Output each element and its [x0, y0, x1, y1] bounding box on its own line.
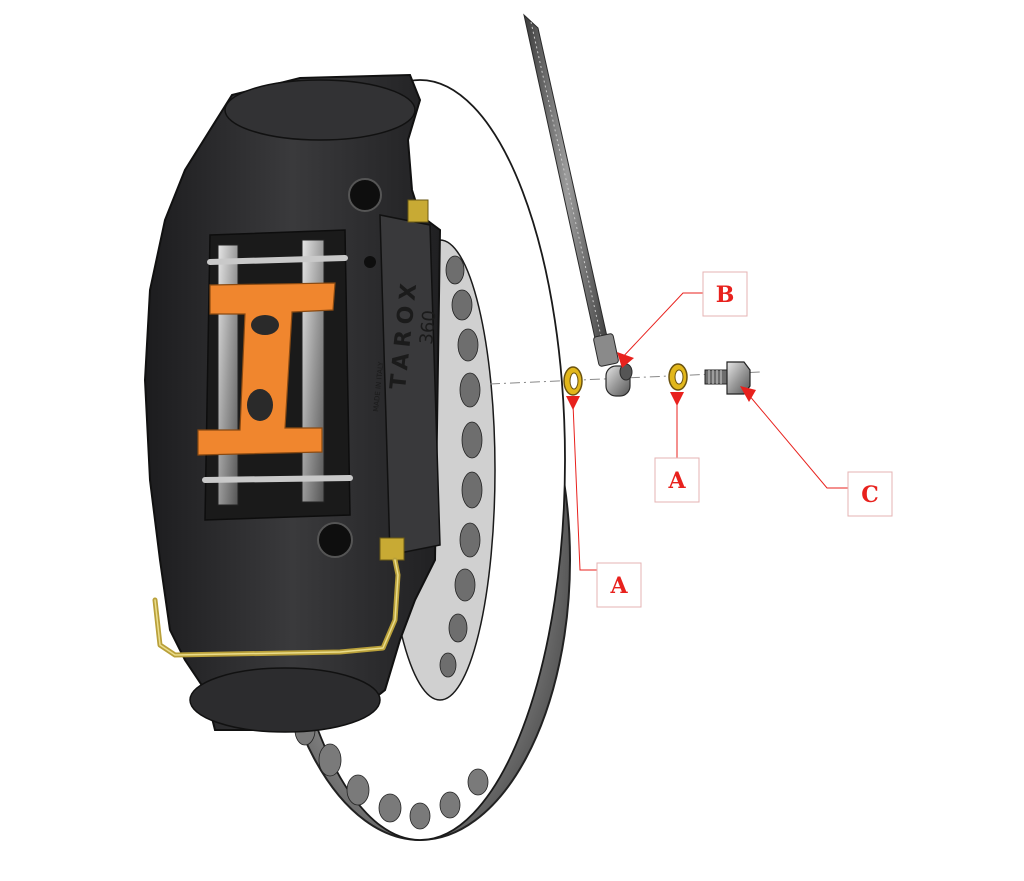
banjo-hose-end [605, 363, 633, 397]
banjo-bolt [704, 361, 751, 395]
pad-pin-top [207, 255, 348, 265]
caliper-bridge-plate [197, 282, 336, 456]
bridge-slot-bottom [247, 389, 273, 421]
bleed-nipple [407, 199, 429, 223]
callout-label-c: C [861, 482, 879, 508]
caliper-lobe-bottom [189, 667, 381, 733]
caliper-body: TAROX 360 MADE IN ITALY [143, 73, 442, 733]
bridge-slot-top [251, 315, 279, 335]
caliper-mount-hole-bottom [317, 522, 353, 558]
callout-c-bolt: C [740, 386, 893, 517]
callout-label-b: B [716, 282, 735, 308]
disc-holes [439, 255, 483, 678]
callout-b-banjo: B [617, 271, 748, 368]
copper-washer-left [563, 366, 583, 396]
caliper-small-hole [364, 256, 376, 268]
caliper-mount-hole-top [348, 178, 382, 212]
pipe-fitting [379, 537, 405, 561]
caliper-lobe-top [224, 79, 416, 141]
callout-a-caliper-washer: A [566, 396, 642, 608]
pad-pin-bottom [202, 475, 353, 483]
brake-pad-right [301, 239, 325, 503]
callout-label-a-1: A [609, 573, 628, 599]
callout-label-a-2: A [667, 468, 686, 494]
caliper-model-text: 360 [416, 309, 440, 345]
copper-washer-right [668, 363, 688, 391]
braided-brake-hose [523, 13, 619, 367]
callout-a-bolt-washer: A [654, 392, 700, 503]
